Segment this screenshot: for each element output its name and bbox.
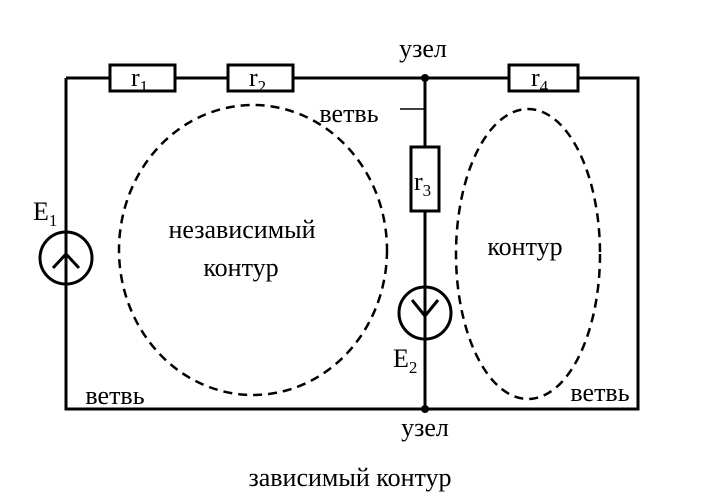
r4-label: r4 <box>531 63 549 96</box>
outer-wire <box>64 76 640 411</box>
arrow-up-icon <box>51 251 81 270</box>
resistor-r1 <box>108 63 177 93</box>
loop-label: контур <box>487 232 562 261</box>
independent-loop-label-2: контур <box>203 253 278 282</box>
resistor-r3 <box>409 145 441 213</box>
branch-right-label: ветвь <box>570 378 629 407</box>
resistor-r4 <box>507 63 580 93</box>
resistor-r2 <box>226 63 295 93</box>
r2-label: r2 <box>249 63 266 96</box>
independent-loop <box>117 103 389 397</box>
node-top-label: узел <box>399 34 447 63</box>
node-top <box>421 74 429 82</box>
node-bottom <box>421 405 429 413</box>
e2-label: E2 <box>393 344 417 377</box>
branch-left-label: ветвь <box>85 381 144 410</box>
independent-loop-label-1: независимый <box>168 215 315 244</box>
r1-label: r1 <box>131 63 148 96</box>
node-bottom-label: узел <box>401 413 449 442</box>
e1-label: E1 <box>33 197 57 230</box>
arrow-down-icon <box>410 299 440 319</box>
dependent-loop <box>454 107 602 401</box>
r3-label: r3 <box>414 167 431 200</box>
dependent-loop-label: зависимый контур <box>248 463 451 492</box>
branch-middle-label: ветвь <box>319 99 378 128</box>
